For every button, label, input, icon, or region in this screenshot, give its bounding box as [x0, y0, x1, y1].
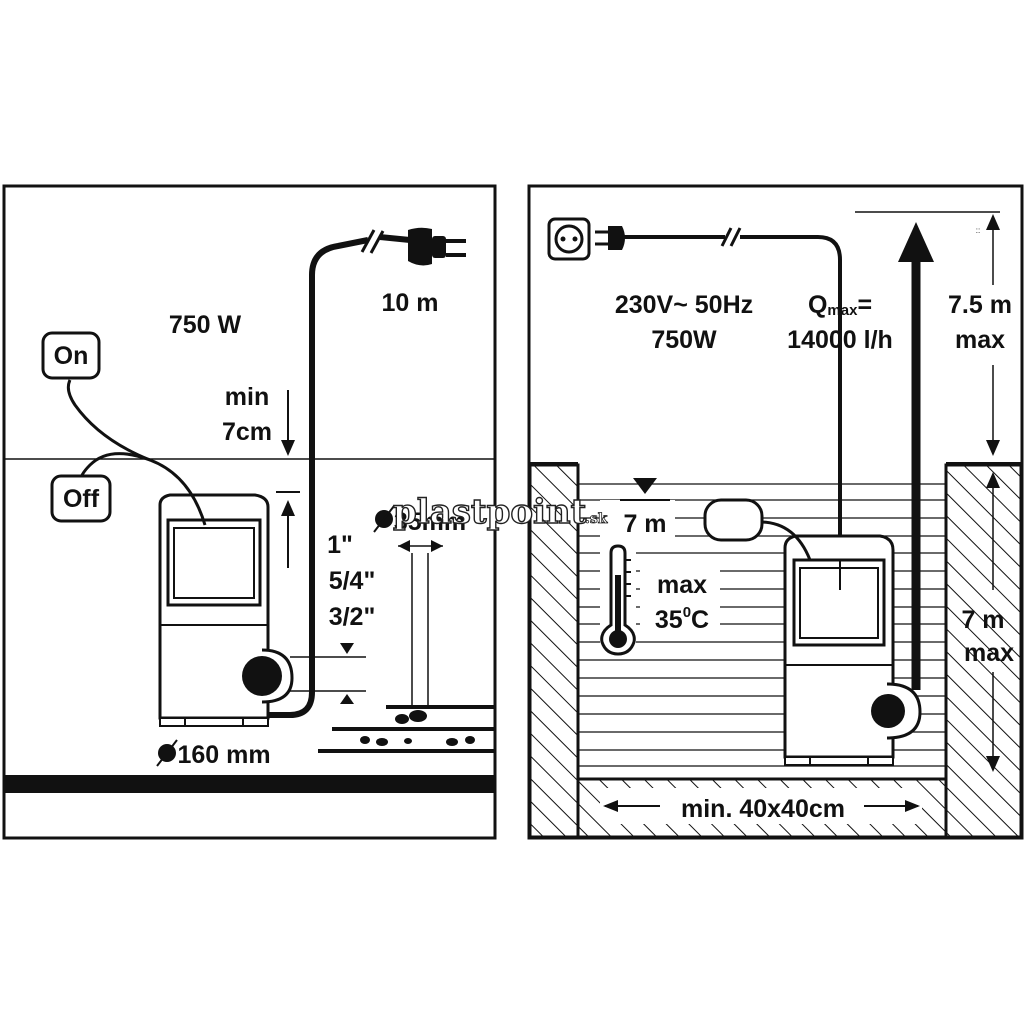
cable-break-mark: [729, 227, 742, 247]
switch-on-badge: On: [41, 331, 101, 380]
base-diameter-icon: [156, 739, 178, 767]
cable-length-label: 10 m: [382, 289, 439, 317]
float-switch-icon: [703, 498, 764, 542]
min-level-dimension: [276, 390, 300, 568]
cable-break-mark: [720, 227, 733, 247]
flow-eq: =: [857, 291, 872, 319]
max-depth-value: 7 m: [961, 606, 1004, 634]
temp-number: 35: [655, 606, 683, 634]
cable-break-mark: [369, 230, 385, 254]
outlet-size-1: 1": [327, 531, 353, 559]
left-shaft-wall: [528, 463, 580, 839]
power-cable: [265, 237, 369, 718]
temp-unit: C: [691, 606, 709, 634]
pump-illustration: [783, 534, 922, 766]
label-clear: [640, 570, 720, 636]
float-cable-on: [66, 379, 207, 526]
label-clear: [600, 500, 675, 540]
outlet-size-2: 5/4": [329, 567, 376, 595]
temp-value: 350C: [655, 604, 709, 634]
cable-break-mark: [360, 229, 376, 253]
flow-q: Q: [808, 291, 827, 319]
max-head-dimension: [855, 211, 1000, 456]
left-floor-slab: [4, 775, 495, 793]
flow-rate-heading: Qmax=: [808, 291, 872, 319]
watermark-text: plastpoint: [393, 492, 587, 532]
particle-size-indicator: [373, 505, 443, 708]
power-label: 750W: [651, 326, 717, 354]
wall-socket-icon: [547, 217, 591, 261]
shaft-width-dimension: [603, 800, 920, 812]
discharge-arrow-icon: [898, 222, 934, 262]
temp-degree: 0: [683, 604, 691, 621]
max-head-word: max: [955, 326, 1005, 354]
right-shaft-wall: [944, 463, 1023, 839]
watermark: plastpoint .sk: [392, 491, 608, 532]
min-level-line1: min: [225, 383, 269, 411]
corner-marker: ::: [976, 226, 980, 235]
power-cable-end: [379, 234, 411, 243]
power-plug-icon: [408, 227, 466, 266]
right-panel: 230V~ 50Hz 750W Qmax= 14000 l/h 7.5 m ma…: [527, 184, 1024, 840]
float-cable: [759, 520, 812, 561]
outlet-height-dimension: [290, 643, 366, 704]
left-panel-frame: [2, 184, 497, 840]
min-level-line2: 7cm: [222, 418, 272, 446]
max-depth-word: max: [964, 639, 1014, 667]
left-power-label: 750 W: [169, 311, 242, 339]
thermometer-icon: [600, 544, 636, 656]
floor-debris: [318, 705, 495, 753]
temp-word: max: [657, 571, 707, 599]
max-head-value: 7.5 m: [948, 291, 1012, 319]
pump-illustration: [158, 493, 294, 727]
flow-sub: max: [827, 302, 858, 319]
immersion-depth-marker: [620, 478, 670, 501]
switch-off-label: Off: [63, 485, 100, 513]
shaft-size-label: min. 40x40cm: [681, 795, 845, 823]
immersion-depth-label: 7 m: [623, 510, 666, 538]
flow-rate-value: 14000 l/h: [787, 326, 893, 354]
power-cable: [740, 235, 842, 585]
base-diameter-label: 160 mm: [177, 741, 270, 769]
power-plug-icon: [595, 226, 625, 250]
switch-on-label: On: [54, 342, 89, 370]
watermark-suffix: .sk: [585, 511, 608, 527]
max-depth-dimension: [986, 472, 1000, 772]
left-panel: On Off min 7cm 750 W 10 m 1" 5/4" 3/2": [2, 184, 497, 840]
outlet-size-3: 3/2": [329, 603, 376, 631]
switch-off-badge: Off: [50, 474, 112, 523]
voltage-label: 230V~ 50Hz: [615, 291, 753, 319]
particle-size-label: 35mm: [394, 508, 466, 536]
